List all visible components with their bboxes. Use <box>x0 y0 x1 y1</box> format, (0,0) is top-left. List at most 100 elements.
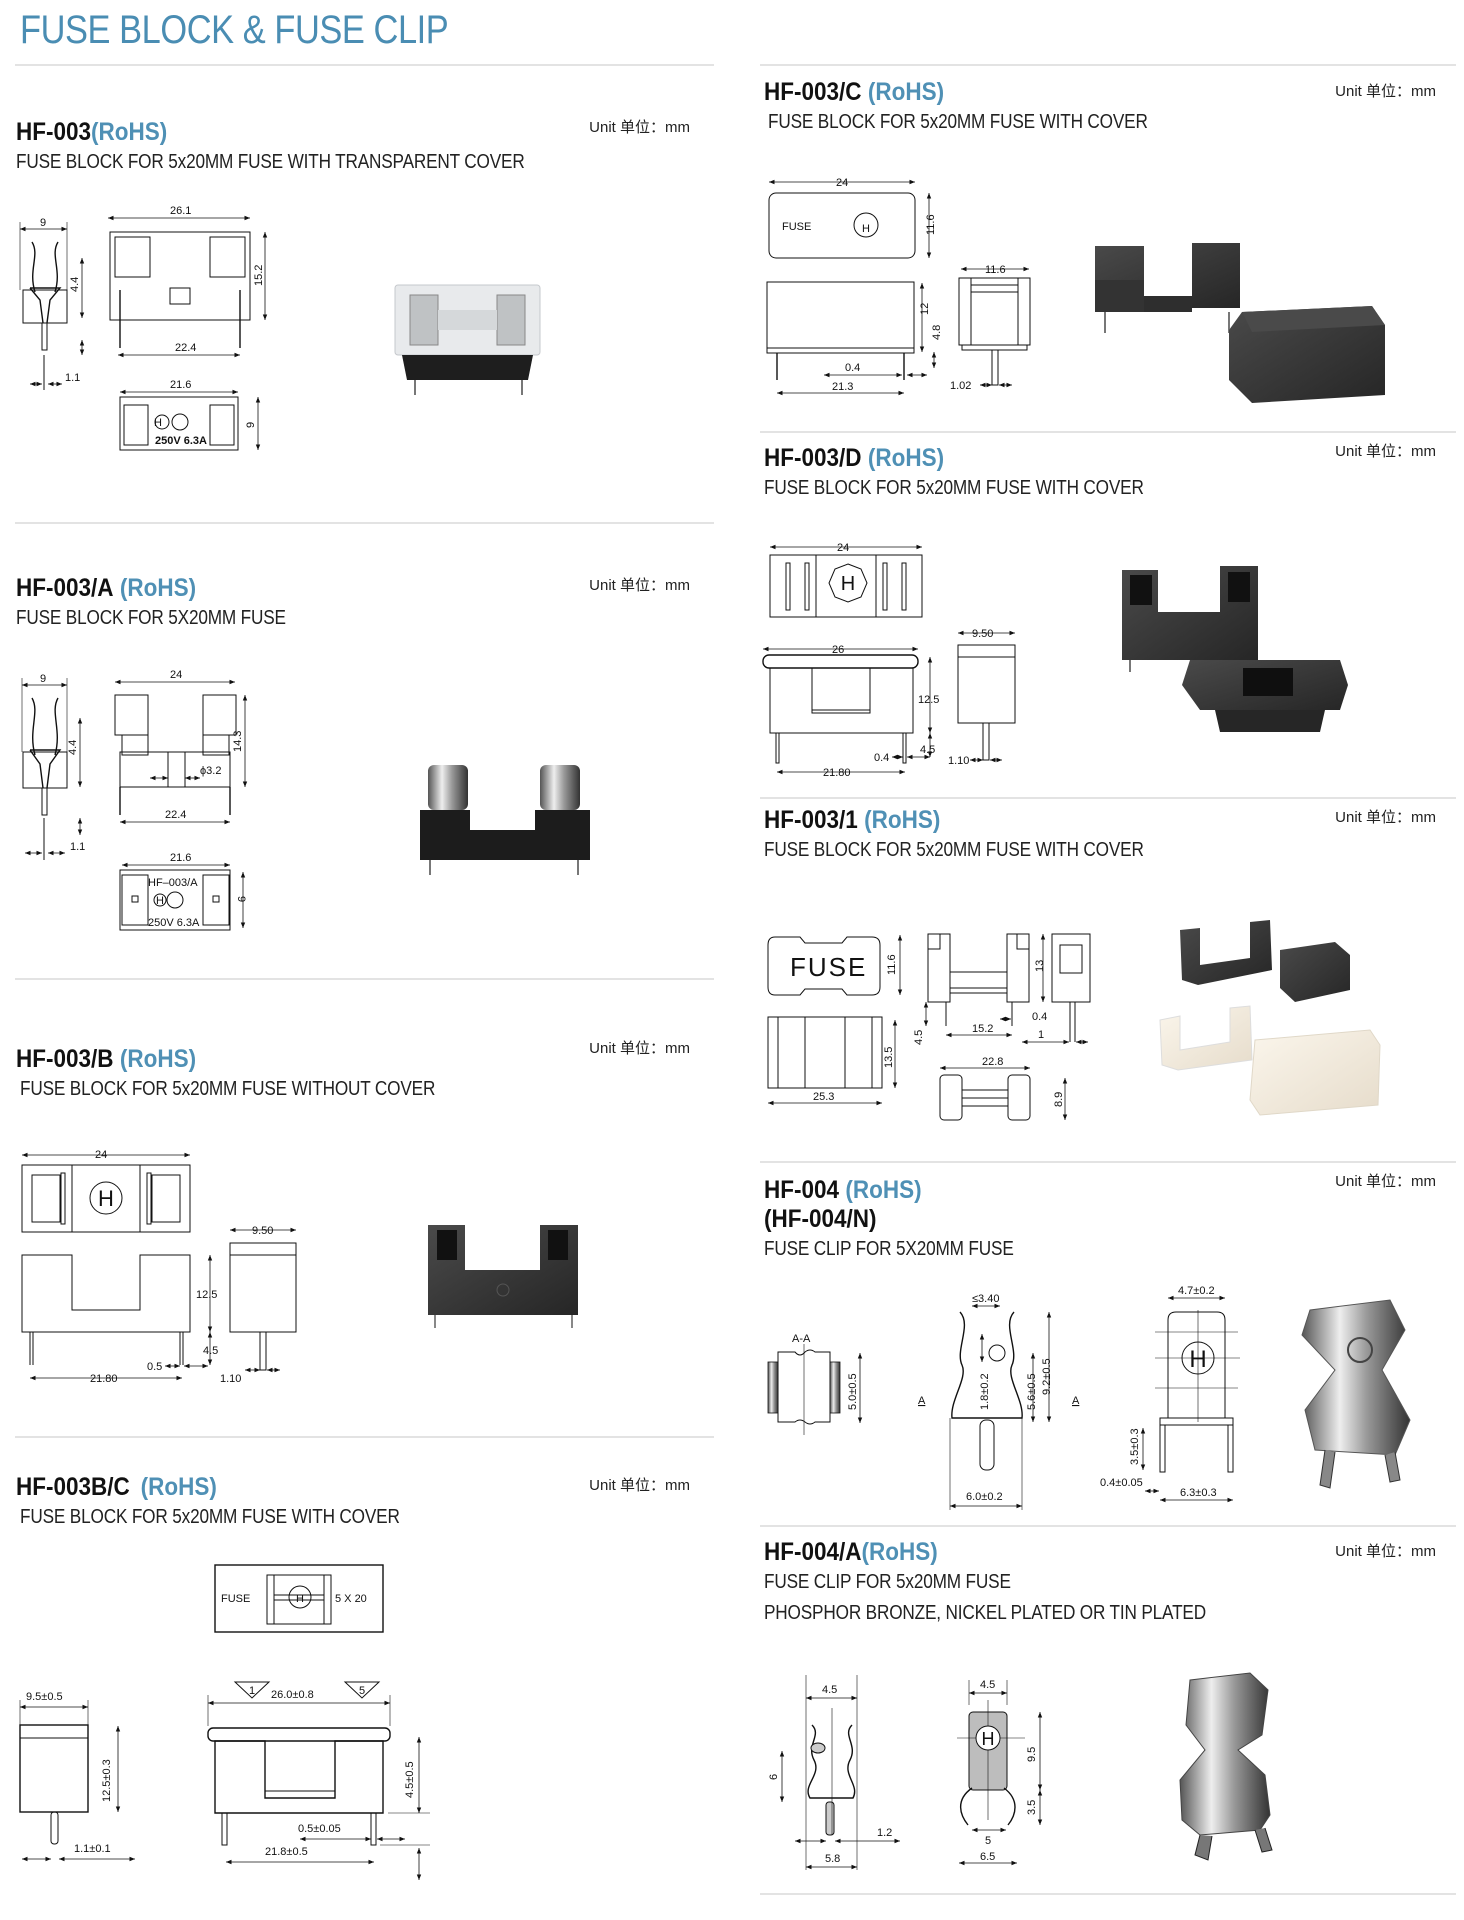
dim-label: FUSE <box>221 1593 250 1605</box>
dim-label: 26.1 <box>170 205 191 217</box>
side-view <box>229 1227 297 1373</box>
part-description: FUSE BLOCK FOR 5x20MM FUSE WITH COVER <box>768 111 1148 133</box>
dim-label: 21.6 <box>170 379 191 391</box>
dim-label: 6.0±0.2 <box>966 1491 1003 1503</box>
product-photo <box>420 765 590 875</box>
dim-label: 13.5 <box>883 1047 895 1068</box>
section-hf-004: HF-004(RoHS) (HF-004/N) FUSE CLIP FOR 5X… <box>764 1176 1054 1261</box>
front-view <box>114 679 248 825</box>
divider <box>760 1161 1456 1163</box>
top-view <box>214 1564 384 1633</box>
dim-label: 6.3±0.3 <box>1180 1487 1217 1499</box>
section-marker: A <box>918 1395 926 1407</box>
rohs-badge: (RoHS) <box>867 444 945 472</box>
section-hf-003-1: HF-003/1(RoHS) FUSE BLOCK FOR 5x20MM FUS… <box>764 806 1206 862</box>
dim-label: 4.5 <box>203 1345 218 1357</box>
front-view <box>762 646 933 775</box>
front-view <box>108 215 268 358</box>
dim-label: 1.1±0.1 <box>74 1843 111 1855</box>
part-description: FUSE CLIP FOR 5X20MM FUSE <box>764 1238 1014 1260</box>
dim-label: 4.4 <box>67 740 79 755</box>
divider <box>15 64 714 66</box>
dim-label: FUSE <box>790 952 867 982</box>
dim-label: 6.5 <box>980 1851 995 1863</box>
clip-side-view <box>779 1675 900 1870</box>
rohs-badge: (RoHS) <box>119 574 197 602</box>
dim-label: 9 <box>235 896 247 902</box>
dim-label: 1.2 <box>877 1827 892 1839</box>
dim-label: ≤3.40 <box>972 1293 999 1305</box>
alt-part-number: (HF-004/N) <box>764 1205 877 1233</box>
rohs-badge: (RoHS) <box>864 806 941 834</box>
product-photo <box>1179 1672 1273 1861</box>
page-title: FUSE BLOCK & FUSE CLIP <box>20 8 449 52</box>
dim-label: 4.7±0.2 <box>1178 1285 1215 1297</box>
logo-mark: H <box>1189 1346 1206 1373</box>
clip-front-view <box>957 1680 1043 1866</box>
clip-front-view <box>1140 1295 1240 1503</box>
part-description: FUSE BLOCK FOR 5x20MM FUSE WITH COVER <box>764 477 1144 499</box>
dim-label: 12.5 <box>918 694 939 706</box>
dim-label: 4.5 <box>980 1679 995 1691</box>
dim-label: 15.2 <box>972 1023 993 1035</box>
dim-label: 9.2±0.5 <box>1041 1358 1053 1395</box>
hf-003-drawing: 9 4.4 1.1 26.1 15.2 22.4 21.6 9 H 250V 6… <box>19 205 541 451</box>
dim-label: 0.4±0.05 <box>1100 1477 1143 1489</box>
product-photo <box>394 284 541 395</box>
front-view <box>766 281 937 396</box>
dim-label: 13 <box>1034 960 1046 972</box>
dim-label: 9.50 <box>252 1225 273 1237</box>
dim-label: 15.2 <box>253 265 265 286</box>
dim-label: 5.0±0.5 <box>847 1373 859 1410</box>
section-a-a <box>767 1344 863 1435</box>
dim-label: 1.1 <box>70 841 85 853</box>
dim-label: 3.5 <box>1026 1800 1038 1815</box>
dim-label: 22.8 <box>982 1056 1003 1068</box>
dim-label: FUSE <box>782 221 811 233</box>
dim-label: 9 <box>40 673 46 685</box>
dim-label: 0.4 <box>845 362 860 374</box>
logo-mark: H <box>296 1593 304 1605</box>
dim-label: 0.4 <box>874 752 889 764</box>
dim-label: 5.6±0.5 <box>1026 1373 1038 1410</box>
dim-label: 4.5±0.5 <box>404 1761 416 1798</box>
divider <box>760 1525 1456 1527</box>
divider <box>760 431 1456 433</box>
cover-front-view <box>767 1016 898 1106</box>
hf-003-1-drawing: FUSE 11.6 13.5 25.3 13 4.5 15.2 0.4 1 22… <box>767 920 1381 1121</box>
logo-mark: H <box>862 223 870 235</box>
dim-label: 4.8 <box>931 325 943 340</box>
section-hf-003b-c: HF-003B/C(RoHS) FUSE BLOCK FOR 5x20MM FU… <box>16 1473 462 1529</box>
dim-label: 5.8 <box>825 1853 840 1865</box>
section-hf-003: HF-003(RoHS) FUSE BLOCK FOR 5x20MM FUSE … <box>16 118 607 174</box>
unit-label: Unit 单位：mm <box>589 577 690 594</box>
side-view <box>21 678 83 860</box>
rohs-badge: (RoHS) <box>845 1176 922 1204</box>
unit-label: Unit 单位：mm <box>1335 83 1436 100</box>
frame-side-view <box>923 933 1091 1045</box>
bottom-view <box>119 389 261 451</box>
dim-label: 1 <box>249 1685 255 1697</box>
dim-label: 24 <box>95 1149 107 1161</box>
logo-mark: H <box>156 895 164 907</box>
dim-label: 5 <box>359 1685 365 1697</box>
dim-label: 1.02 <box>950 380 971 392</box>
dim-label: 21.8±0.5 <box>265 1846 308 1858</box>
part-number: HF-003B/C(RoHS) <box>16 1473 217 1501</box>
hf-004-drawing: A-A 5.0±0.5 ≤3.40 1.8±0.2 5.6±0.5 9.2±0.… <box>767 1285 1411 1510</box>
dim-label: 0.4 <box>1032 1011 1047 1023</box>
hf-004-a-drawing: 4.5 6 1.2 5.8 H 4.5 9.5 3.5 5 6.5 <box>768 1672 1273 1870</box>
product-photo <box>1159 920 1381 1116</box>
dim-label: 12.5±0.3 <box>101 1759 113 1802</box>
divider <box>760 64 1456 66</box>
dim-label: 5 <box>985 1835 991 1847</box>
hf-003-b-drawing: 24 H 12.5 4.5 0.5 21.80 9.50 1.10 <box>21 1149 578 1385</box>
top-view <box>768 179 932 259</box>
rohs-badge: (RoHS) <box>91 118 168 146</box>
dim-label: 21.80 <box>90 1373 118 1385</box>
product-photo <box>1095 243 1385 403</box>
part-number: HF-003/A(RoHS) <box>16 574 197 602</box>
dim-label: A-A <box>792 1333 811 1345</box>
dim-label: 11.6 <box>886 954 898 975</box>
side-view <box>19 1700 135 1862</box>
